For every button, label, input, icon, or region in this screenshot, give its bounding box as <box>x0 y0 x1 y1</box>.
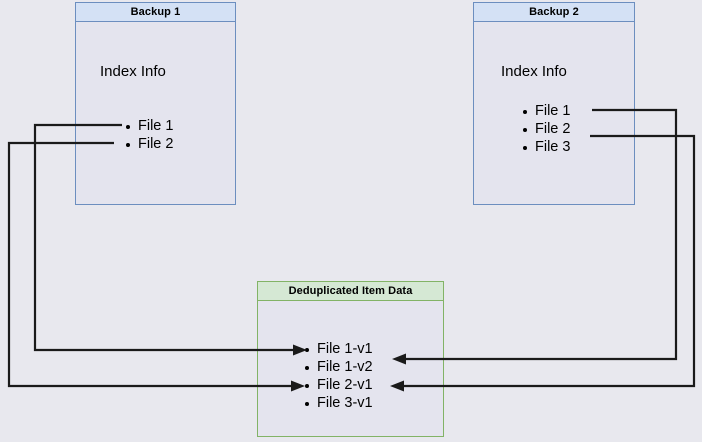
list-item: File 1 <box>126 117 173 135</box>
backup-2-title: Backup 2 <box>474 3 634 22</box>
list-item: File 3 <box>523 138 570 156</box>
deduplicated-file-list: File 1-v1 File 1-v2 File 2-v1 File 3-v1 <box>305 340 373 412</box>
backup-1-title: Backup 1 <box>76 3 235 22</box>
list-item: File 3-v1 <box>305 394 373 412</box>
backup-1-file-list: File 1 File 2 <box>126 117 173 153</box>
list-item: File 1-v2 <box>305 358 373 376</box>
backup-1-index-label: Index Info <box>100 63 166 80</box>
list-item: File 1 <box>523 102 570 120</box>
backup-1-box[interactable]: Backup 1 Index Info File 1 File 2 <box>75 2 236 205</box>
list-item: File 1-v1 <box>305 340 373 358</box>
backup-2-index-label: Index Info <box>501 63 567 80</box>
list-item: File 2 <box>126 135 173 153</box>
list-item: File 2-v1 <box>305 376 373 394</box>
backup-2-file-list: File 1 File 2 File 3 <box>523 102 570 156</box>
list-item: File 2 <box>523 120 570 138</box>
backup-2-box[interactable]: Backup 2 Index Info File 1 File 2 File 3 <box>473 2 635 205</box>
deduplicated-item-data-box[interactable]: Deduplicated Item Data File 1-v1 File 1-… <box>257 281 444 437</box>
deduplicated-item-data-title: Deduplicated Item Data <box>258 282 443 301</box>
